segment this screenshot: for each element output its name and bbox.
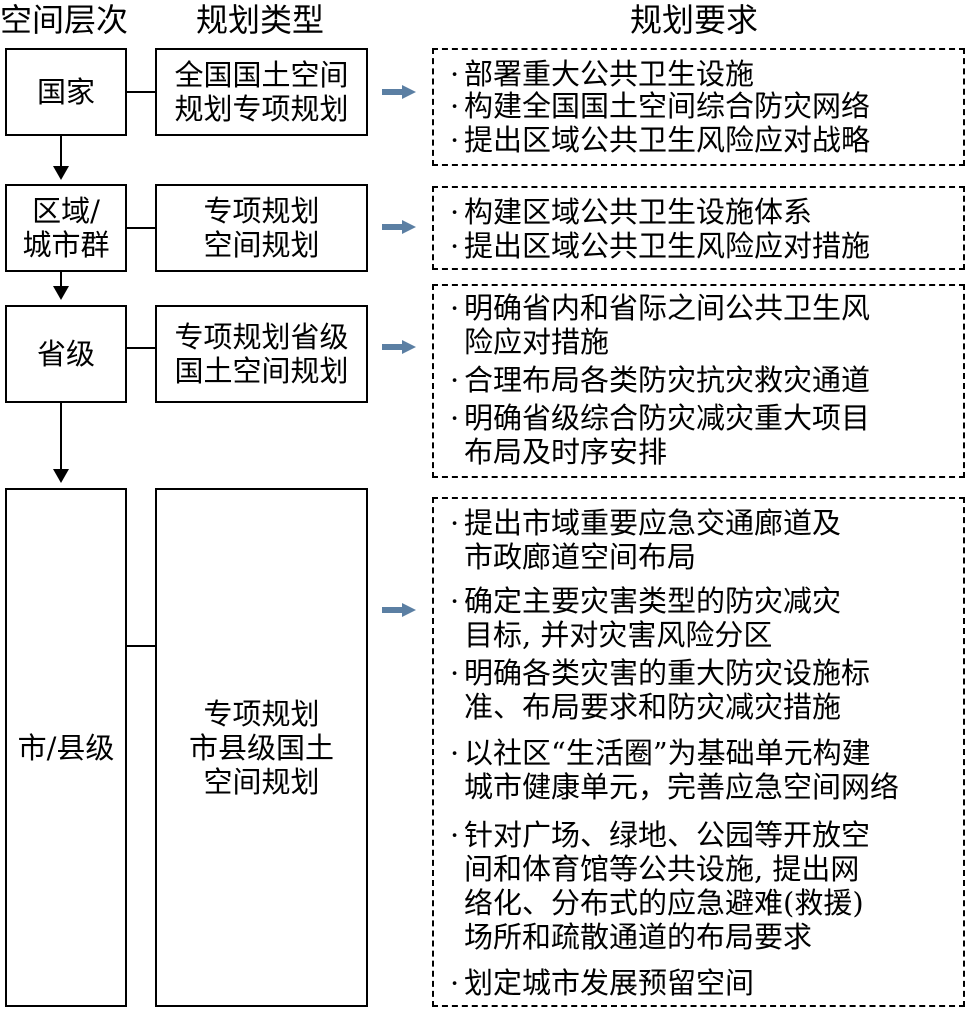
level-box-city: 市/县级 [5,488,127,1007]
connector-line [127,91,155,93]
requirement-item: ·明确省级综合防灾减灾重大项目 [450,401,871,435]
requirement-box-region: ·构建区域公共卫生设施体系 ·提出区域公共卫生风险应对措施 [432,186,965,270]
requirement-item: ·合理布局各类防灾抗灾救灾通道 [450,363,871,397]
requirement-item: 准、布局要求和防灾减灾措施 [464,690,842,724]
requirement-item: ·明确各类灾害的重大防灾设施标 [450,656,871,690]
level-label: 省级 [36,337,95,371]
type-box-province: 专项规划省级 国土空间规划 [155,305,368,403]
connector-line [127,645,155,647]
requirement-box-city: ·提出市域重要应急交通廊道及 市政廊道空间布局 ·确定主要灾害类型的防灾减灾 目… [432,497,965,1007]
requirement-item: ·部署重大公共卫生设施 [450,57,755,91]
requirement-item: ·构建全国国土空间综合防灾网络 [450,89,871,123]
header-level: 空间层次 [0,1,129,39]
arrow-right-icon [382,85,416,99]
requirement-item: ·提出区域公共卫生风险应对战略 [450,123,871,157]
requirement-item: ·以社区“生活圈”为基础单元构建 [450,736,871,770]
requirement-item: 城市健康单元，完善应急空间网络 [464,770,900,804]
type-box-city: 专项规划 市县级国土 空间规划 [155,488,368,1007]
requirement-item: 目标, 并对灾害风险分区 [464,618,773,652]
requirement-item: 场所和疏散通道的布局要求 [464,920,813,954]
connector-line [127,347,155,349]
header-requirement: 规划要求 [630,1,759,39]
level-box-national: 国家 [5,48,127,136]
down-arrow-icon [53,286,69,300]
down-arrow-icon [53,166,69,180]
type-box-region: 专项规划 空间规划 [155,184,368,272]
requirement-box-national: ·部署重大公共卫生设施 ·构建全国国土空间综合防灾网络 ·提出区域公共卫生风险应… [432,48,965,166]
down-arrow-icon [53,469,69,483]
header-type: 规划类型 [196,1,325,39]
level-label: 国家 [36,75,95,109]
requirement-box-province: ·明确省内和省际之间公共卫生风 险应对措施 ·合理布局各类防灾抗灾救灾通道 ·明… [432,284,965,478]
requirement-item: ·提出区域公共卫生风险应对措施 [450,229,871,263]
type-box-national: 全国国土空间 规划专项规划 [155,48,368,136]
level-box-province: 省级 [5,305,127,403]
requirement-item: 布局及时序安排 [464,435,668,469]
flow-line [60,136,62,168]
requirement-item: ·构建区域公共卫生设施体系 [450,195,813,229]
requirement-item: ·划定城市发展预留空间 [450,966,755,1000]
level-label: 市/县级 [17,730,115,765]
requirement-item: 间和体育馆等公共设施, 提出网 [464,852,860,886]
type-label: 全国国土空间 规划专项规划 [174,58,349,126]
requirement-item: 险应对措施 [464,325,610,359]
flow-line [60,403,62,471]
level-box-region: 区域/ 城市群 [5,184,127,272]
type-label: 专项规划省级 国土空间规划 [174,320,349,388]
requirement-item: 络化、分布式的应急避难(救援) [464,886,864,920]
requirement-item: ·明确省内和省际之间公共卫生风 [450,291,871,325]
requirement-item: ·提出市域重要应急交通廊道及 [450,506,842,540]
type-label: 专项规划 空间规划 [203,194,320,262]
flow-line [60,272,62,288]
requirement-item: ·针对广场、绿地、公园等开放空 [450,818,871,852]
requirement-item: ·确定主要灾害类型的防灾减灾 [450,584,842,618]
requirement-item: 市政廊道空间布局 [464,540,697,574]
type-label: 专项规划 市县级国土 空间规划 [188,696,334,799]
arrow-right-icon [382,340,416,354]
level-label: 区域/ 城市群 [22,194,110,262]
arrow-right-icon [382,603,416,617]
arrow-right-icon [382,220,416,234]
connector-line [127,227,155,229]
